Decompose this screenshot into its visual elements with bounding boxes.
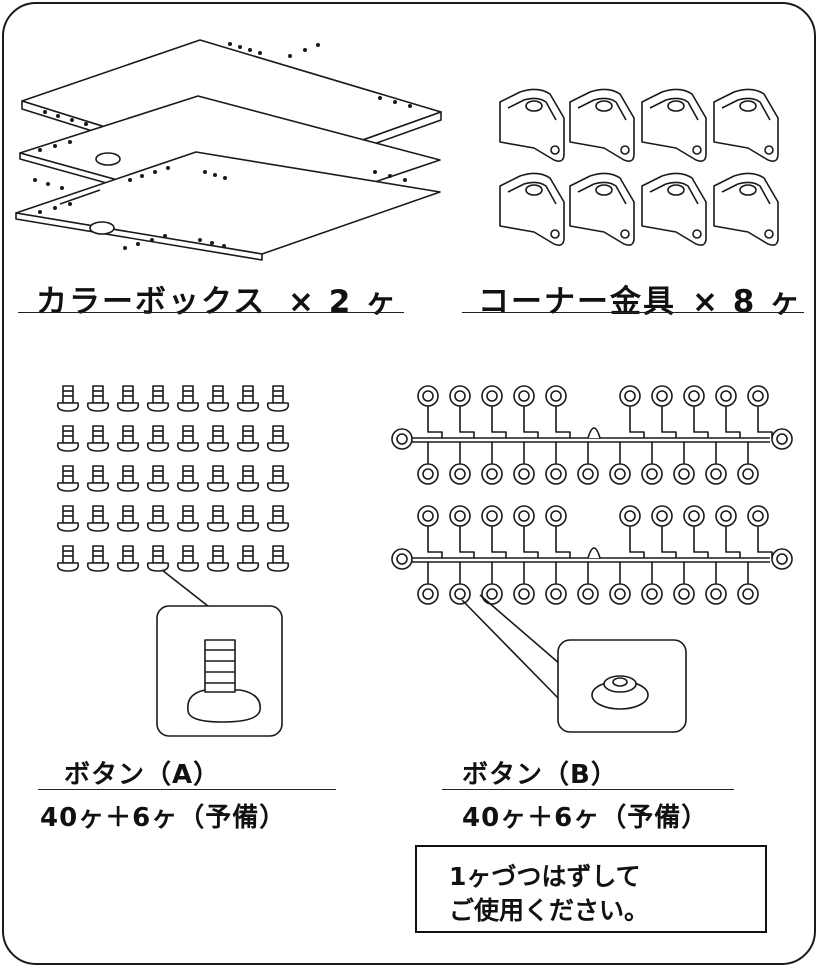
screw-callout [156,569,283,737]
button-b-underline [442,789,734,790]
screw [116,425,140,452]
screw [266,425,290,452]
corner-bracket [569,88,635,162]
usage-note-box: 1ヶづつはずして ご使用ください。 [415,845,767,933]
screw [86,505,110,532]
screw [86,545,110,572]
screw [176,545,200,572]
screw [206,425,230,452]
corner-bracket [641,172,707,246]
screw [86,425,110,452]
screw [56,425,80,452]
screw [236,545,260,572]
usage-note-line-2: ご使用ください。 [449,896,650,925]
color-box-panels-illustration [15,39,442,261]
screw [116,465,140,492]
screw [236,505,260,532]
screw [116,505,140,532]
color-box-name: カラーボックス [36,284,267,320]
screw [206,505,230,532]
corner-brackets-illustration [499,88,779,246]
screw [146,465,170,492]
button-sprue [391,505,793,605]
button-b-callout [461,594,687,733]
screws-illustration [56,385,290,572]
button-a-underline [38,789,336,790]
button-sprues-illustration [391,385,793,605]
screw [56,505,80,532]
screw [236,385,260,412]
screw [146,505,170,532]
screw [236,425,260,452]
color-box-qty: × 2 ヶ [288,284,399,320]
screw [146,545,170,572]
screw [266,505,290,532]
screw [146,385,170,412]
button-a-qty: 40ヶ＋6ヶ（予備） [40,803,287,833]
corner-bracket [713,88,779,162]
color-box-underline [18,312,404,313]
screw [266,385,290,412]
screw [176,385,200,412]
screw [56,465,80,492]
screw [56,545,80,572]
screw [176,425,200,452]
corner-bracket-underline [462,312,804,313]
screw [266,545,290,572]
usage-note-line-1: 1ヶづつはずして [449,862,641,891]
corner-bracket [499,88,565,162]
screw [86,465,110,492]
corner-bracket [641,88,707,162]
screw [176,505,200,532]
button-b-name: ボタン（B） [462,760,618,790]
screw [176,465,200,492]
screw [266,465,290,492]
corner-bracket [713,172,779,246]
screw [236,465,260,492]
corner-bracket [499,172,565,246]
screw [116,545,140,572]
corner-bracket-name: コーナー金具 [478,284,676,320]
screw [116,385,140,412]
screw [206,465,230,492]
button-a-name: ボタン（A） [64,760,221,790]
color-box-holes [33,42,412,250]
screw [86,385,110,412]
instruction-frame [2,2,816,965]
screw [56,385,80,412]
button-sprue [391,385,793,485]
button-b-qty: 40ヶ＋6ヶ（予備） [462,803,709,833]
screw [146,425,170,452]
corner-bracket [569,172,635,246]
screw [206,545,230,572]
corner-bracket-qty: × 8 ヶ [692,284,803,320]
screw [206,385,230,412]
